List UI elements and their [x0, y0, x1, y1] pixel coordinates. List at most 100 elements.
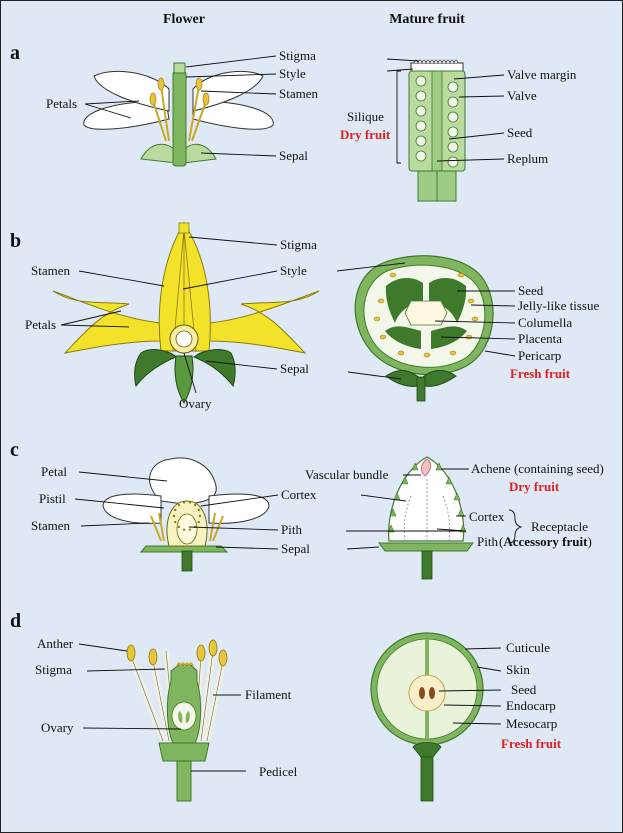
pistil-dot — [177, 525, 181, 529]
silique-seed — [447, 156, 459, 168]
label-pistil: Pistil — [39, 491, 66, 506]
arabidopsis-flower-illustration — [83, 62, 274, 167]
pistil-dot — [197, 508, 200, 512]
silique-seeds — [415, 75, 459, 168]
pistil-dot — [197, 520, 200, 524]
label-stigma-d: Stigma — [35, 662, 72, 677]
label-columella: Columella — [518, 315, 572, 330]
label-petals-a: Petals — [46, 96, 77, 111]
label-petals-b: Petals — [25, 317, 56, 332]
pistil-dot — [174, 520, 177, 524]
silique-seed — [415, 90, 427, 102]
label-silique: Silique — [347, 109, 384, 124]
tomato-seed — [373, 316, 381, 322]
tomato-seed — [423, 352, 431, 358]
pistil-dot — [177, 503, 181, 507]
label-ovary-b: Ovary — [179, 396, 212, 411]
tomato-seed — [471, 316, 479, 322]
label-ovary-d: Ovary — [41, 720, 74, 735]
pistil-dot — [193, 503, 197, 507]
pistil-dot — [188, 528, 192, 531]
strawberry-achene — [445, 476, 453, 485]
label-pedicel: Pedicel — [259, 764, 298, 779]
label-valve-margin: Valve margin — [507, 67, 577, 82]
silique-seed — [447, 141, 459, 153]
silique-seed — [447, 126, 459, 138]
label-cortex-c-fruit: Cortex — [469, 509, 505, 524]
label-seed-d: Seed — [511, 682, 537, 697]
label-petal-c: Petal — [41, 464, 67, 479]
label-stamen-b: Stamen — [31, 263, 70, 278]
pistil-dot — [198, 514, 202, 518]
label-fresh-fruit-b: Fresh fruit — [510, 366, 571, 381]
label-stamen-a: Stamen — [279, 86, 318, 101]
silique-seed — [447, 81, 459, 93]
silique-seed — [415, 150, 427, 162]
label-stamen-c: Stamen — [31, 518, 70, 533]
label-skin: Skin — [506, 662, 530, 677]
silique-seed — [415, 105, 427, 117]
pistil-dot — [182, 501, 186, 504]
label-receptacle: Receptacle — [531, 519, 588, 534]
strawberry-achene — [387, 524, 395, 533]
fruit-column-header: Mature fruit — [389, 12, 465, 27]
tomato-seed — [449, 350, 457, 356]
pistil-dot — [174, 508, 177, 512]
label-achene: Achene (containing seed) — [471, 461, 604, 476]
silique-seed — [415, 135, 427, 147]
label-replum: Replum — [507, 151, 548, 166]
label-endocarp: Endocarp — [506, 698, 556, 713]
tomato-seed — [457, 272, 465, 278]
pistil-dot — [182, 528, 186, 531]
strawberry-achene — [389, 508, 397, 517]
tomato-seeds — [373, 272, 479, 358]
label-filament: Filament — [245, 687, 292, 702]
silique-seed — [447, 96, 459, 108]
grape-flower-illustration — [126, 639, 228, 802]
tomato-seed — [465, 334, 473, 340]
label-valve: Valve — [507, 88, 537, 103]
label-pericarp: Pericarp — [518, 348, 561, 363]
panel-a-letter: a — [10, 42, 20, 64]
strawberry-achene — [453, 492, 461, 501]
label-anther: Anther — [37, 636, 74, 651]
strawberry-achene — [401, 476, 409, 485]
label-placenta: Placenta — [518, 331, 562, 346]
tomato-fruit-illustration — [354, 255, 494, 402]
label-seed-a: Seed — [507, 125, 533, 140]
silique-seed — [415, 75, 427, 87]
label-stigma-a: Stigma — [279, 48, 316, 63]
tomato-seed — [377, 298, 385, 304]
strawberry-achene — [435, 462, 443, 471]
label-jelly-like-tissue: Jelly-like tissue — [518, 298, 599, 313]
label-vascular-bundle: Vascular bundle — [305, 467, 389, 482]
label-fresh-fruit-d: Fresh fruit — [501, 736, 562, 751]
paren-open: ( — [499, 534, 503, 549]
panel-c-letter: c — [10, 439, 19, 461]
tomato-seed — [389, 272, 397, 278]
label-mesocarp: Mesocarp — [506, 716, 557, 731]
panel-b-letter: b — [10, 230, 21, 252]
label-dry-fruit-a: Dry fruit — [340, 127, 391, 142]
tomato-seed — [379, 334, 387, 340]
pistil-dot — [172, 514, 176, 518]
label-sepal-b: Sepal — [280, 361, 309, 376]
grape-fruit-illustration — [370, 632, 484, 802]
flower-column-header: Flower — [163, 12, 205, 27]
label-dry-fruit-c: Dry fruit — [509, 479, 560, 494]
silique-seed — [415, 120, 427, 132]
label-cortex-c: Cortex — [281, 487, 317, 502]
label-sepal-a: Sepal — [279, 148, 308, 163]
label-style-b: Style — [280, 263, 307, 278]
label-seed-b: Seed — [518, 283, 544, 298]
strawberry-achene — [411, 462, 419, 471]
paren-close: ) — [587, 534, 591, 549]
strawberry-fruit-illustration — [378, 456, 474, 580]
label-style-a: Style — [279, 66, 306, 81]
panel-d-letter: d — [10, 610, 21, 632]
tomato-seed — [467, 298, 475, 304]
label-accessory-fruit: (Accessory fruit) — [499, 534, 592, 549]
tomato-seed — [397, 350, 405, 356]
